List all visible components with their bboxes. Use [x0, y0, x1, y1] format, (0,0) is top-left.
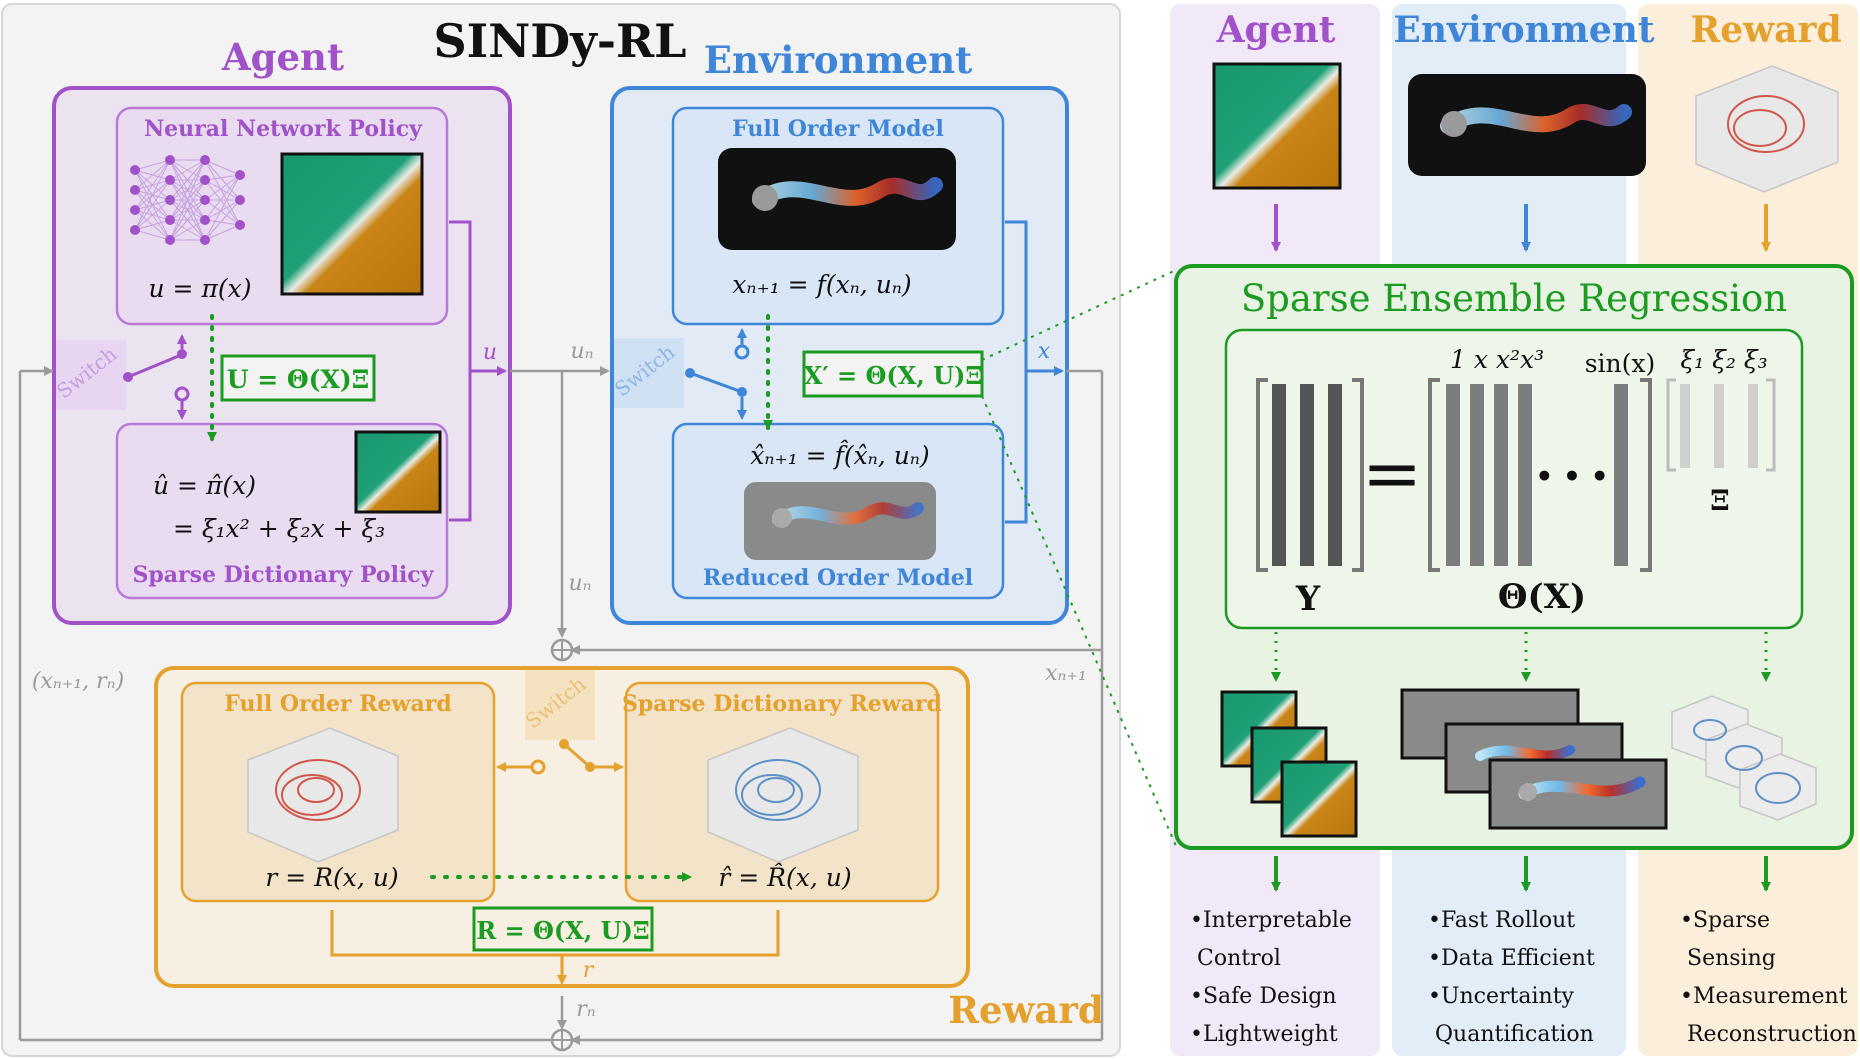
lib-terms: 1 x x²x³ — [1450, 345, 1544, 374]
reward-regression-box — [472, 906, 654, 952]
reward-regression-label: R = Θ(X, U)Ξ — [476, 916, 650, 945]
full-reward-title: Full Order Reward — [224, 691, 451, 717]
sparse-reward-equation: r̂ = R̂(x, u) — [718, 863, 851, 892]
env-ensemble — [1400, 688, 1668, 830]
xi-matrix — [1666, 378, 1776, 472]
col-reward-3d-plot — [1695, 65, 1839, 193]
col-reward-title: Reward — [1690, 9, 1841, 51]
theta-label: Θ(X) — [1498, 577, 1586, 617]
xi-label: Ξ — [1710, 484, 1730, 517]
agent-benefit-4: •Lightweight — [1190, 1022, 1338, 1047]
nn-policy-heatmap — [280, 152, 424, 296]
agent-block: Agent Neural Network Policy u = π(x) û =… — [52, 35, 512, 625]
y-label: Y — [1295, 579, 1321, 619]
main-title: SINDy-RL — [433, 14, 686, 68]
environment-title: Environment — [704, 38, 972, 82]
nn-policy-equation: u = π(x) — [149, 274, 252, 303]
sum-junction-top — [550, 638, 574, 662]
sparse-policy-eq1: û = π̂(x) — [153, 471, 256, 500]
env-regression-box — [802, 350, 984, 398]
agent-regression-label: U = Θ(X)Ξ — [227, 365, 370, 394]
reward-benefit-2: Sensing — [1680, 946, 1776, 971]
agent-benefit-2: Control — [1190, 946, 1281, 971]
ser-equation-box — [1224, 328, 1804, 630]
full-reward-3d-plot — [247, 727, 399, 863]
u-n-mid-label: uₙ — [568, 571, 591, 596]
full-reward-equation: r = R(x, u) — [265, 863, 398, 892]
rom-title: Reduced Order Model — [703, 565, 973, 591]
sin-term: sin(x) — [1585, 349, 1656, 378]
reward-output-label: r — [583, 958, 595, 983]
col-agent-title: Agent — [1216, 9, 1336, 51]
y-matrix — [1256, 378, 1364, 572]
env-regression-label: X′ = Θ(X, U)Ξ — [804, 361, 983, 390]
reward-benefit-1: •Sparse — [1680, 908, 1770, 933]
fom-equation: xₙ₊₁ = f(xₙ, uₙ) — [732, 270, 911, 299]
theta-dots: • • • — [1535, 460, 1608, 493]
reward-block: Reward Full Order Reward r = R(x, u) Spa… — [154, 666, 1104, 1032]
sparse-reward-title: Sparse Dictionary Reward — [622, 691, 942, 717]
reward-ensemble — [1671, 695, 1817, 821]
ser-title: Sparse Ensemble Regression — [1241, 277, 1787, 320]
fom-flow-image — [718, 148, 956, 250]
env-switch-box — [614, 338, 684, 408]
xi-terms: ξ₁ ξ₂ ξ₃ — [1680, 345, 1767, 374]
agent-benefit-1: •Interpretable — [1190, 908, 1352, 933]
x-next-label: xₙ₊₁ — [1045, 661, 1087, 686]
col-agent-heatmap — [1212, 62, 1342, 190]
reward-switch-box — [525, 670, 595, 740]
u-n-top-label: uₙ — [570, 339, 593, 364]
agent-ensemble — [1220, 690, 1358, 838]
sparse-policy-title: Sparse Dictionary Policy — [133, 562, 435, 588]
environment-block: Environment Full Order Model xₙ₊₁ = f(xₙ… — [610, 38, 1069, 625]
r-n-label: rₙ — [576, 997, 595, 1022]
col-env-flow-image — [1408, 74, 1646, 176]
zoom-connector-bottom — [981, 395, 1177, 847]
env-benefit-3: •Uncertainty — [1428, 984, 1575, 1009]
theta-matrix — [1428, 378, 1652, 572]
agent-switch-box — [56, 340, 126, 410]
rom-equation: x̂ₙ₊₁ = f̂(x̂ₙ, uₙ) — [750, 441, 929, 470]
col-env-title: Environment — [1393, 9, 1655, 51]
sparse-reward-3d-plot — [707, 727, 859, 863]
env-benefit-2: •Data Efficient — [1428, 946, 1595, 971]
agent-output-label: u — [483, 340, 497, 365]
sparse-policy-heatmap — [354, 430, 442, 514]
equals-sign: = — [1362, 431, 1422, 515]
agent-benefit-3: •Safe Design — [1190, 984, 1337, 1009]
reward-benefit-4: Reconstruction — [1680, 1022, 1857, 1047]
agent-switch-lever — [127, 353, 182, 379]
reward-benefit-3: •Measurement — [1680, 984, 1848, 1009]
env-benefit-1: •Fast Rollout — [1428, 908, 1575, 933]
sum-junction-bottom — [550, 1028, 574, 1052]
env-output-label: x — [1038, 339, 1051, 364]
sparse-policy-eq2: = ξ₁x² + ξ₂x + ξ₃ — [173, 514, 385, 543]
nn-policy-title: Neural Network Policy — [144, 116, 423, 142]
neural-network-icon — [130, 155, 245, 245]
reward-title: Reward — [948, 988, 1103, 1032]
rom-flow-image — [744, 482, 936, 560]
signal-wiring — [18, 366, 1104, 1045]
agent-title: Agent — [221, 35, 344, 79]
agent-regression-box — [220, 354, 376, 402]
right-panel: Agent Environment Reward Sparse Ensemble… — [1170, 4, 1858, 1056]
env-benefit-4: Quantification — [1428, 1022, 1594, 1047]
fom-title: Full Order Model — [732, 116, 944, 142]
state-reward-label: (xₙ₊₁, rₙ) — [32, 669, 124, 694]
